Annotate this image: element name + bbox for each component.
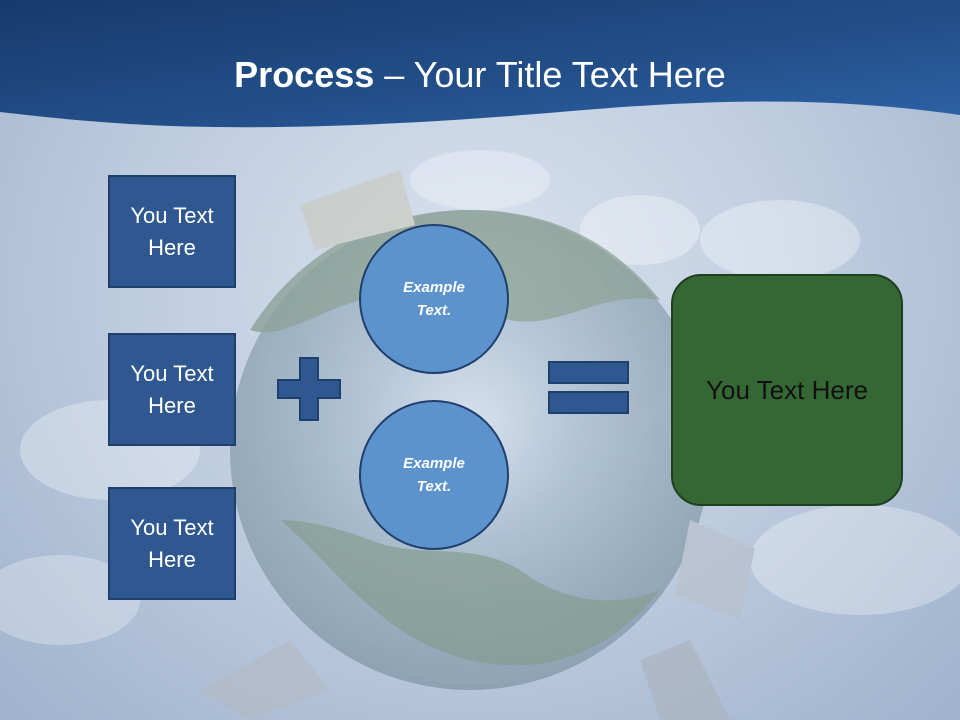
page-title: Process – Your Title Text Here xyxy=(0,52,960,98)
result-box[interactable]: You Text Here xyxy=(671,274,903,506)
text-box-2[interactable]: You Text Here xyxy=(108,333,236,446)
circle-1-label: Example Text. xyxy=(403,279,465,319)
result-box-label: You Text Here xyxy=(706,374,868,405)
circle-1[interactable]: Example Text. xyxy=(359,224,509,374)
circle-2-label: Example Text. xyxy=(403,455,465,495)
text-box-3[interactable]: You Text Here xyxy=(108,487,236,600)
text-box-2-label: You Text Here xyxy=(130,360,214,418)
equals-icon xyxy=(548,361,629,414)
title-rest: – Your Title Text Here xyxy=(374,54,726,95)
text-box-1-label: You Text Here xyxy=(130,202,214,260)
circle-2[interactable]: Example Text. xyxy=(359,400,509,550)
title-bold: Process xyxy=(234,54,375,95)
plus-icon xyxy=(277,357,341,421)
header-banner xyxy=(0,0,960,128)
text-box-1[interactable]: You Text Here xyxy=(108,175,236,288)
text-box-3-label: You Text Here xyxy=(130,514,214,572)
